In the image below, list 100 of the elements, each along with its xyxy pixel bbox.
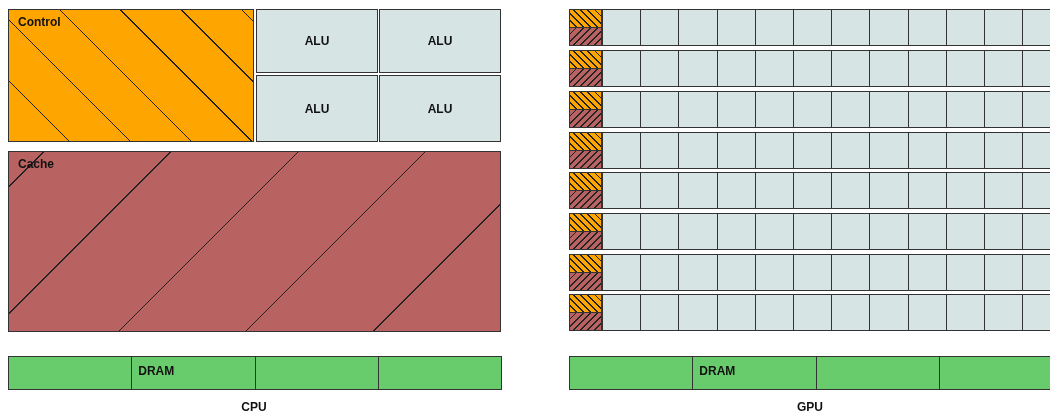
alu-block [379,9,501,73]
alu-block [640,132,680,169]
alu-block [907,294,947,331]
alu-block [1022,172,1050,209]
alu-block [793,9,833,46]
alu-block [793,213,833,250]
cache-block [569,272,602,291]
alu-block [831,132,871,169]
cache-block [569,150,602,169]
alu-block [716,254,756,291]
alu-block [907,132,947,169]
alu-block [602,132,642,169]
alu-block [602,91,642,128]
dram-segment [815,356,940,390]
alu-block [640,172,680,209]
alu-block [984,213,1024,250]
alu-block [754,9,794,46]
alu-block [1022,254,1050,291]
alu-block [831,91,871,128]
dram-segment [254,356,379,390]
alu-block [869,254,909,291]
alu-block [602,254,642,291]
alu-block [716,172,756,209]
alu-block [831,9,871,46]
alu-block [945,294,985,331]
block-label: ALU [304,34,330,48]
alu-block [831,172,871,209]
alu-block [831,50,871,87]
dram-segment [377,356,502,390]
processor-caption: GPU [797,400,823,414]
alu-block [793,91,833,128]
alu-block [907,213,947,250]
alu-block [984,91,1024,128]
cache-block [569,231,602,250]
alu-block [640,294,680,331]
cache-block [569,109,602,128]
alu-block [602,50,642,87]
alu-block [640,254,680,291]
alu-block [907,254,947,291]
alu-block [678,50,718,87]
processor-caption: CPU [241,400,267,414]
alu-block [1022,9,1050,46]
alu-block [754,254,794,291]
alu-block [793,294,833,331]
cache-block [8,151,501,332]
cache-block [569,190,602,209]
alu-block [793,132,833,169]
alu-block [945,9,985,46]
alu-block [379,75,501,142]
alu-block [831,254,871,291]
alu-block [1022,50,1050,87]
alu-block [716,213,756,250]
alu-block [907,172,947,209]
alu-block [754,294,794,331]
alu-block [945,254,985,291]
alu-block [678,132,718,169]
dram-segment [569,356,694,390]
alu-block [602,213,642,250]
alu-block [1022,91,1050,128]
alu-block [945,91,985,128]
alu-block [602,294,642,331]
alu-block [640,50,680,87]
alu-block [984,9,1024,46]
alu-block [678,9,718,46]
block-label: Control [18,15,61,29]
alu-block [907,50,947,87]
alu-block [640,9,680,46]
alu-block [869,213,909,250]
alu-block [640,91,680,128]
alu-block [945,213,985,250]
cache-block [569,68,602,87]
alu-block [754,50,794,87]
alu-block [945,172,985,209]
alu-block [716,294,756,331]
alu-block [945,132,985,169]
alu-block [984,50,1024,87]
alu-block [831,294,871,331]
alu-block [869,91,909,128]
dram-segment [692,356,817,390]
alu-block [945,50,985,87]
alu-block [1022,132,1050,169]
block-label: DRAM [138,364,175,378]
alu-block [754,172,794,209]
alu-block [256,75,378,142]
alu-block [984,172,1024,209]
alu-block [716,50,756,87]
alu-block [716,91,756,128]
block-label: DRAM [699,364,736,378]
cache-block [569,312,602,331]
control-block [8,9,254,142]
alu-block [678,254,718,291]
alu-block [640,213,680,250]
alu-block [831,213,871,250]
dram-segment [938,356,1050,390]
alu-block [869,132,909,169]
alu-block [754,91,794,128]
alu-block [984,132,1024,169]
alu-block [1022,213,1050,250]
block-label: ALU [304,101,330,116]
block-label: ALU [427,34,453,48]
